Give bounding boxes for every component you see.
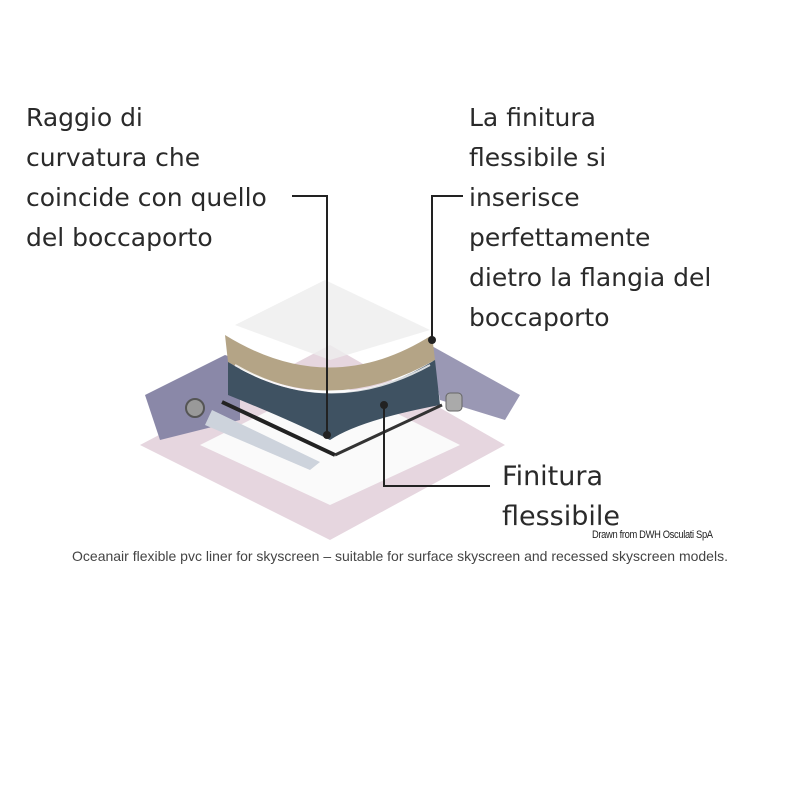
flexible-liner <box>228 360 440 440</box>
caption: Oceanair flexible pvc liner for skyscree… <box>72 548 728 564</box>
label-line: inserisce <box>469 183 580 212</box>
glass-pane <box>235 280 430 360</box>
right-rod <box>334 403 443 457</box>
image-credit: Drawn from DWH Osculati SpA <box>592 529 713 541</box>
flexible-finish-label: Finitura flessibile <box>502 456 620 536</box>
flange-label: La finitura flessibile si inserisce perf… <box>469 98 711 338</box>
label-line: flessibile <box>502 501 621 532</box>
leader-line-flange <box>431 195 463 340</box>
leader-line-finish <box>383 405 490 487</box>
label-line: boccaporto <box>469 303 610 332</box>
label-line: Finitura <box>502 461 604 492</box>
left-hinge <box>185 398 205 418</box>
label-line: flessibile si <box>469 143 607 172</box>
right-hinge <box>445 392 463 412</box>
label-line: curvatura che <box>26 143 201 172</box>
label-line: Raggio di <box>26 103 143 132</box>
label-line: dietro la flangia del <box>469 263 712 292</box>
curvature-label: Raggio di curvatura che coincide con que… <box>26 98 267 258</box>
label-line: coincide con quello <box>26 183 267 212</box>
label-line: del boccaporto <box>26 223 213 252</box>
leader-line-curvature <box>292 195 328 435</box>
white-inner-panel <box>200 380 460 505</box>
label-line: perfettamente <box>469 223 651 252</box>
label-line: La finitura <box>469 103 596 132</box>
right-flange <box>430 345 520 420</box>
left-rod <box>221 400 336 457</box>
tan-rim <box>225 335 435 391</box>
